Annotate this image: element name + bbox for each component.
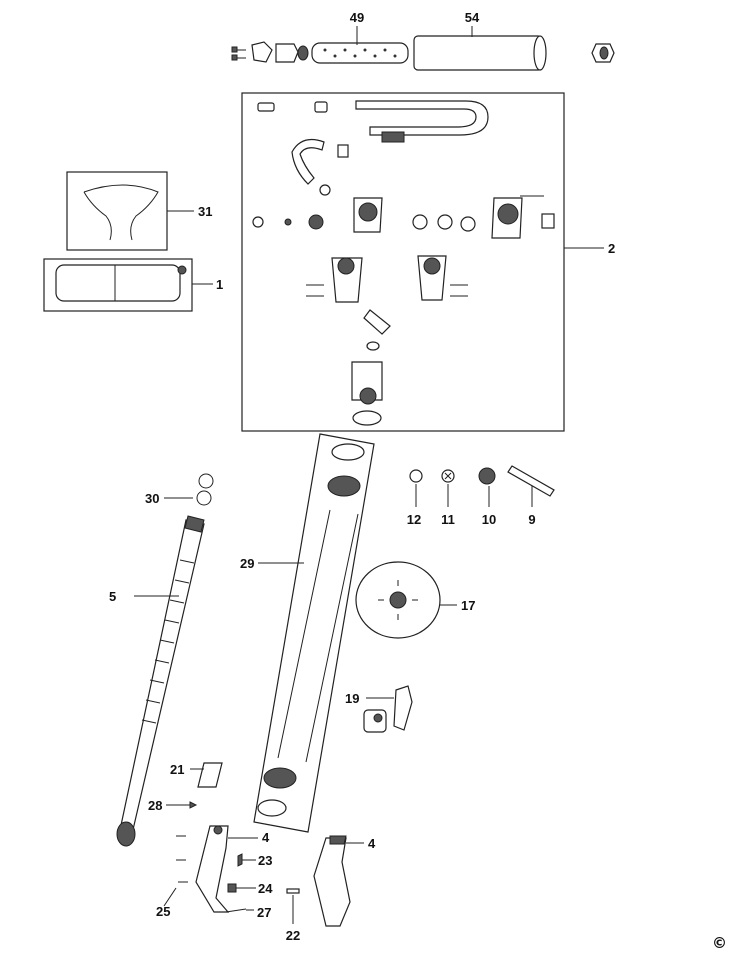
right-handle-half <box>313 835 351 927</box>
callout-4-left: 4 <box>262 830 270 845</box>
callout-24: 24 <box>258 881 273 896</box>
callout-30: 30 <box>145 491 159 506</box>
callout-22: 22 <box>286 928 300 943</box>
small-parts <box>409 465 555 497</box>
callout-49: 49 <box>350 10 364 25</box>
callout-1: 1 <box>216 277 223 292</box>
box-5-tube <box>253 433 375 833</box>
callout-5: 29 <box>240 556 254 571</box>
part-19-handle-clamp <box>363 685 413 733</box>
callout-12: 12 <box>407 512 421 527</box>
callout-9: 9 <box>528 512 535 527</box>
callout-29: 5 <box>109 589 116 604</box>
box-31 <box>66 171 168 251</box>
callout-4-right: 4 <box>368 836 376 851</box>
end-cap-fitting <box>591 43 615 63</box>
part-49-perforated-tube <box>311 42 409 64</box>
callout-19: 19 <box>345 691 359 706</box>
screws-27 <box>176 835 188 883</box>
callout-27: 25 <box>156 904 170 919</box>
callout-28: 28 <box>148 798 162 813</box>
callout-31: 31 <box>198 204 212 219</box>
part-21 <box>197 762 223 788</box>
callout-11: 11 <box>441 512 455 527</box>
callout-10: 10 <box>482 512 496 527</box>
callout-21: 21 <box>170 762 184 777</box>
box-2-components <box>252 100 555 426</box>
top-fittings <box>231 41 309 63</box>
part-29-threaded-rod <box>116 515 205 847</box>
callout-17: 17 <box>461 598 475 613</box>
copyright-symbol: © <box>712 934 727 952</box>
callout-25: 27 <box>257 905 271 920</box>
callout-23: 23 <box>258 853 272 868</box>
left-handle-half <box>195 825 230 913</box>
part-54-cylinder <box>413 35 547 71</box>
part-17-disc <box>355 561 441 639</box>
box-2-assembly <box>241 92 565 432</box>
callout-54: 54 <box>465 10 480 25</box>
callout-2: 2 <box>608 241 615 256</box>
